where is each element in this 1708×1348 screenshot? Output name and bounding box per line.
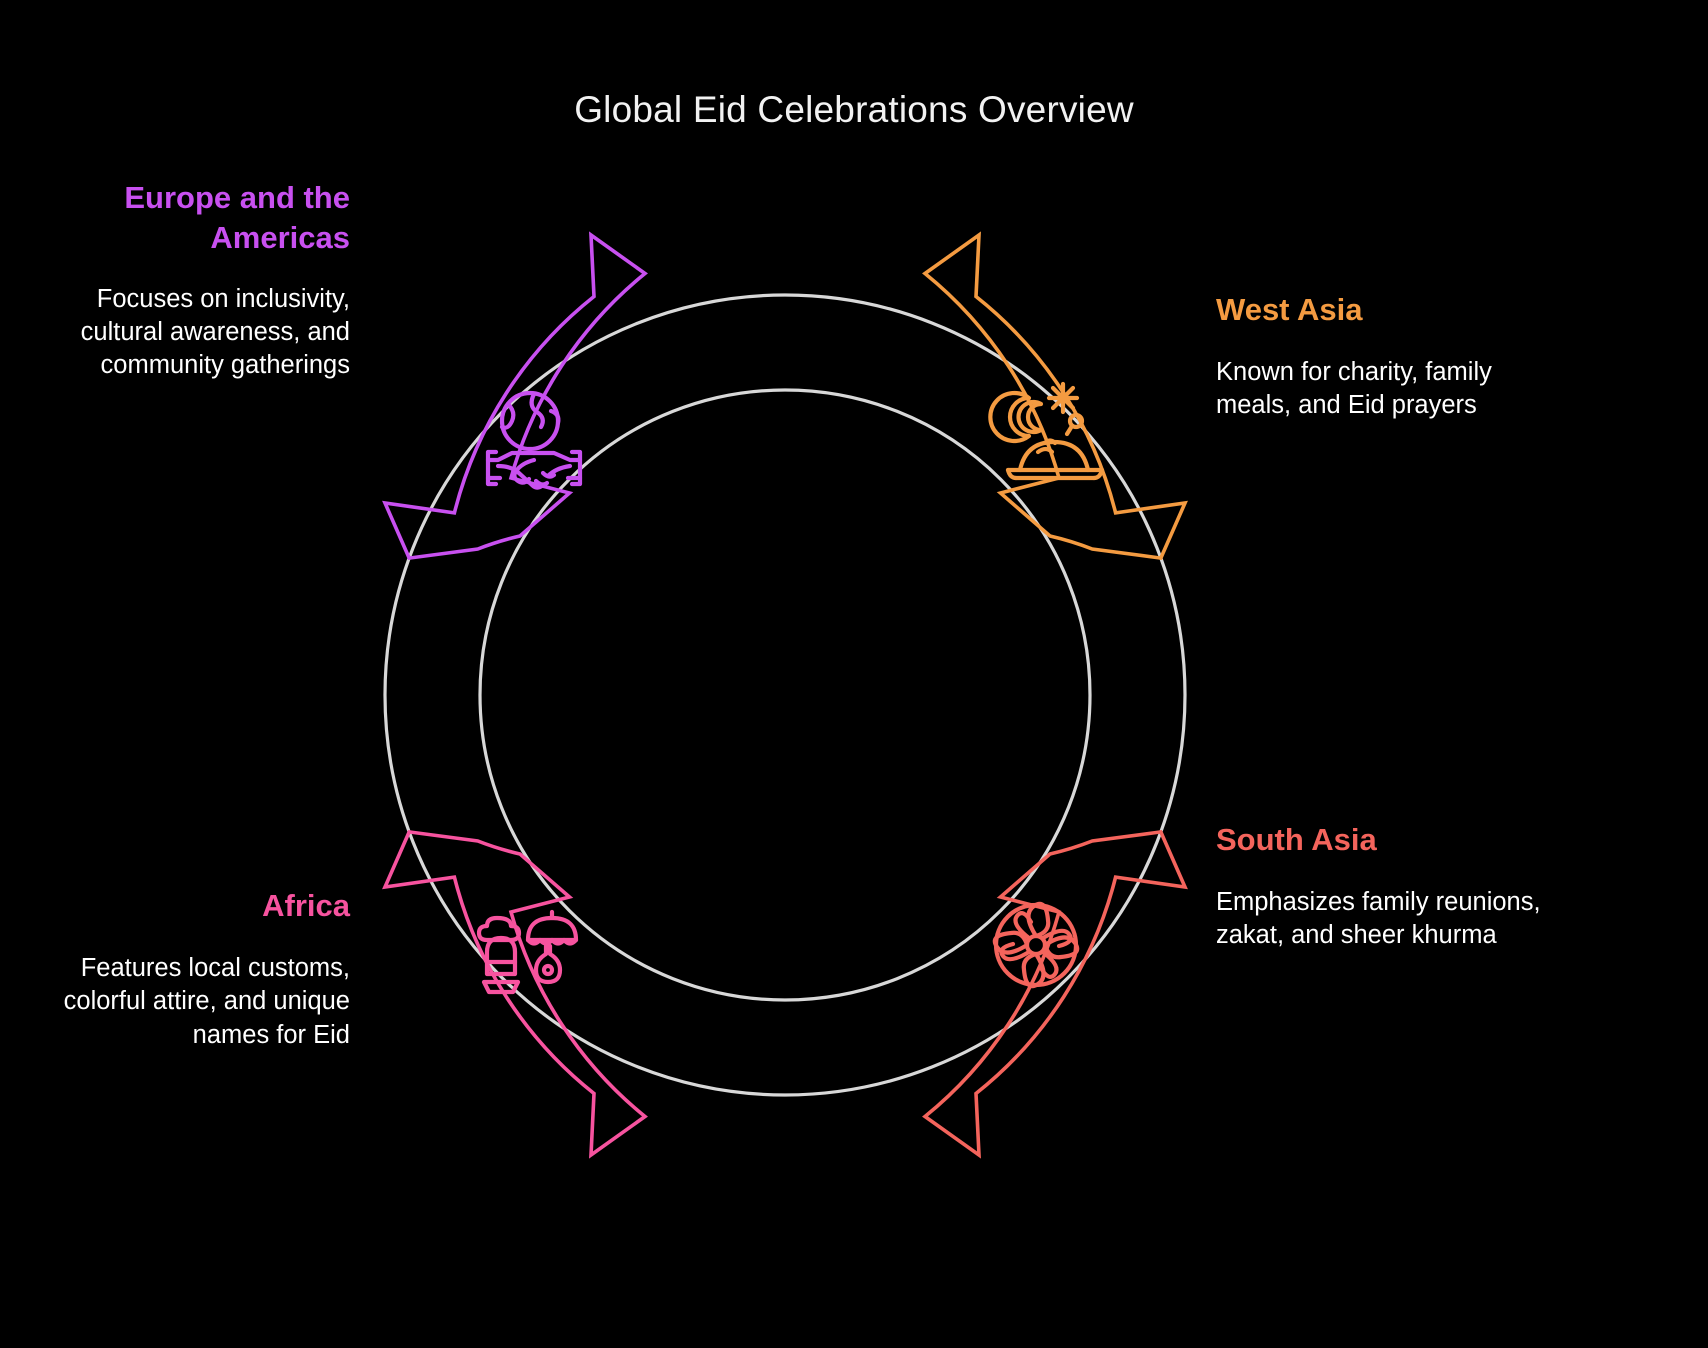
african-attire-pots-icon xyxy=(476,909,579,995)
segment-europe[interactable] xyxy=(382,231,648,561)
page-title: Global Eid Celebrations Overview xyxy=(574,89,1134,130)
crescent-star-feast-icon xyxy=(988,381,1105,481)
description-europe: Focuses on inclusivity, cultural awarene… xyxy=(80,284,350,379)
description-west-asia: Known for charity, family meals, and Eid… xyxy=(1216,358,1492,420)
ring-inner-circle xyxy=(478,388,1092,1002)
segment-africa[interactable] xyxy=(382,829,648,1159)
text-block-west-asia: West Asia Known for charity, family meal… xyxy=(1216,290,1536,423)
text-block-europe: Europe and the Americas Focuses on inclu… xyxy=(40,178,350,382)
description-south-asia: Emphasizes family reunions, zakat, and s… xyxy=(1216,888,1541,950)
flower-rosette-icon xyxy=(992,901,1080,989)
heading-europe: Europe and the Americas xyxy=(124,180,350,256)
heading-west-asia: West Asia xyxy=(1216,292,1363,327)
segment-south-asia[interactable] xyxy=(922,829,1188,1159)
description-africa: Features local customs, colorful attire,… xyxy=(63,954,350,1049)
ring-outer-circle xyxy=(383,293,1187,1097)
heading-south-asia: South Asia xyxy=(1216,822,1377,857)
segment-west-asia[interactable] xyxy=(922,231,1188,561)
heading-africa: Africa xyxy=(262,888,350,923)
globe-handshake-icon xyxy=(485,390,583,490)
text-block-south-asia: South Asia Emphasizes family reunions, z… xyxy=(1216,820,1546,953)
text-block-africa: Africa Features local customs, colorful … xyxy=(40,886,350,1052)
